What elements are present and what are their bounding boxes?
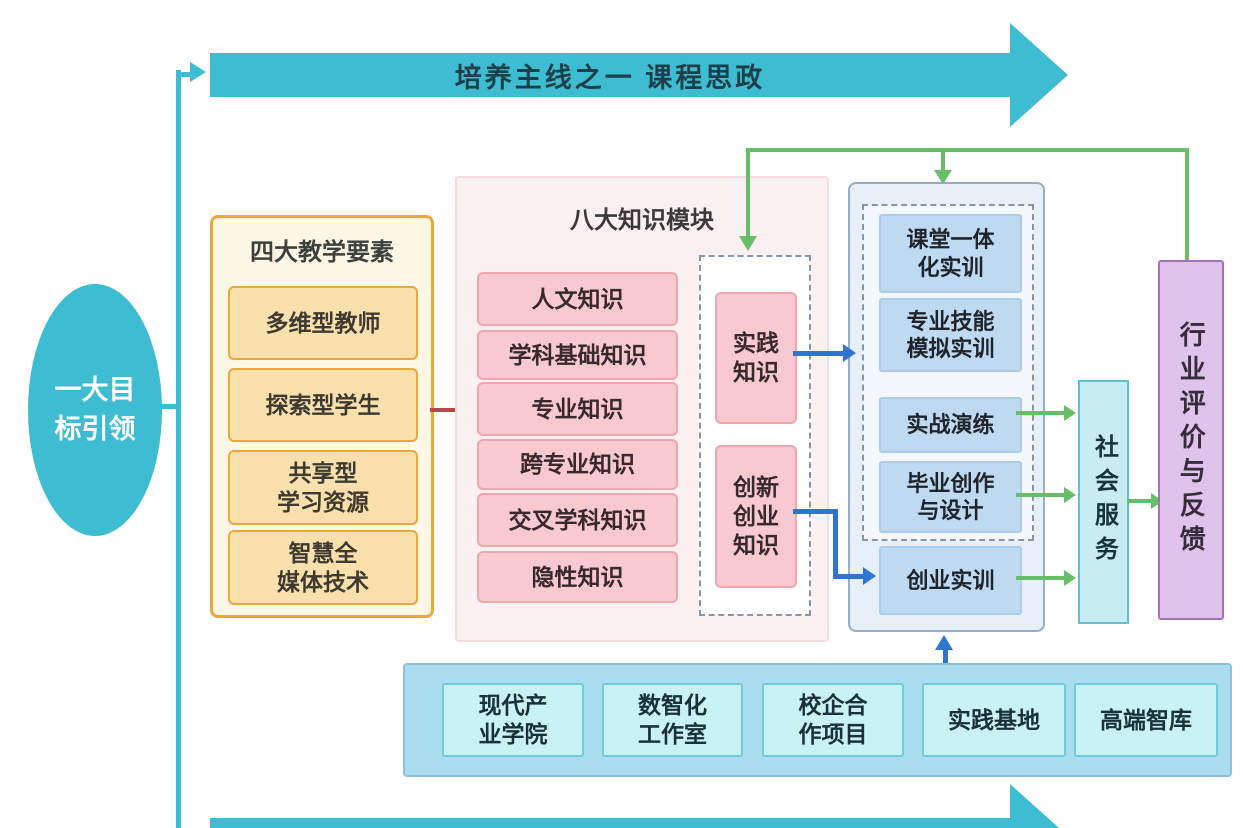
- drill-to-service-arrowhead-icon: [1064, 405, 1076, 421]
- drill-to-service-line: [1016, 411, 1066, 415]
- practice-knowledge-item: 实践 知识: [715, 292, 797, 424]
- goal-trunk-stub: [176, 72, 192, 77]
- platform-item-practice-base: 实践基地: [922, 683, 1066, 757]
- practice-to-training-arrowhead-icon: [843, 344, 856, 362]
- design-to-service-arrowhead-icon: [1064, 487, 1076, 503]
- innovation-to-training-line-h1: [793, 509, 838, 514]
- knowledge-item-interdisciplinary: 交叉学科知识: [477, 493, 678, 547]
- entrepreneurship-to-service-arrowhead-icon: [1064, 570, 1076, 586]
- goal-trunk-arrowhead-icon: [190, 62, 206, 82]
- training-panel: 课堂一体 化实训 专业技能 模拟实训 实战演练 毕业创作 与设计 创业实训: [848, 182, 1045, 632]
- feedback-to-knowledge-arrowhead-icon: [739, 236, 757, 251]
- mainline-top-arrow: 培养主线之一 课程思政: [210, 53, 1010, 97]
- platform-item-school-enterprise: 校企合 作项目: [762, 683, 904, 757]
- goal-connector-line: [156, 404, 178, 409]
- platforms-to-training-arrowhead-icon: [935, 635, 953, 650]
- innovation-to-training-line-v: [833, 509, 838, 579]
- training-item-graduation-design: 毕业创作 与设计: [879, 461, 1022, 533]
- mainline-top-label: 培养主线之一 课程思政: [454, 62, 766, 93]
- feedback-loop-right-line: [1185, 148, 1189, 260]
- social-service-label: 社会服务: [1090, 434, 1118, 570]
- mainline-bottom-arrowhead-icon: [1010, 784, 1068, 828]
- feedback-to-training-arrowhead-icon: [934, 170, 952, 184]
- training-item-practical-drill: 实战演练: [879, 397, 1022, 453]
- industry-feedback-box: 行业评价与反馈: [1158, 260, 1224, 620]
- feedback-loop-left-line: [746, 148, 750, 238]
- feedback-loop-mid-line: [941, 148, 945, 172]
- innovation-to-training-line-h2: [833, 574, 865, 579]
- knowledge-item-humanities: 人文知识: [477, 272, 678, 326]
- teaching-item-teachers: 多维型教师: [228, 286, 418, 360]
- innovation-to-training-arrowhead-icon: [863, 567, 876, 585]
- goal-ellipse: 一大目 标引领: [28, 284, 162, 536]
- mainline-top-arrowhead-icon: [1010, 23, 1068, 127]
- knowledge-item-tacit: 隐性知识: [477, 551, 678, 603]
- knowledge-modules-panel: 八大知识模块 人文知识 学科基础知识 专业知识 跨专业知识 交叉学科知识 隐性知…: [455, 176, 829, 642]
- knowledge-item-discipline-basics: 学科基础知识: [477, 330, 678, 380]
- platform-item-digital-studio: 数智化 工作室: [602, 683, 743, 757]
- teaching-to-knowledge-line: [430, 408, 460, 412]
- knowledge-item-cross-professional: 跨专业知识: [477, 439, 678, 490]
- social-service-box: 社会服务: [1078, 380, 1129, 624]
- feedback-loop-horizontal-line: [746, 148, 1189, 152]
- design-to-service-line: [1016, 493, 1066, 497]
- innovation-knowledge-item: 创新 创业 知识: [715, 445, 797, 588]
- practice-knowledge-group: 实践 知识 创新 创业 知识: [699, 255, 811, 616]
- teaching-item-resources: 共享型 学习资源: [228, 450, 418, 525]
- service-to-feedback-line: [1127, 499, 1153, 503]
- training-item-entrepreneurship: 创业实训: [879, 546, 1022, 615]
- teaching-elements-title: 四大教学要素: [250, 239, 394, 266]
- training-item-skill-simulation: 专业技能 模拟实训: [879, 298, 1022, 372]
- teaching-item-students: 探索型学生: [228, 368, 418, 442]
- platforms-to-training-line: [943, 650, 948, 665]
- mainline-bottom-arrow: [210, 818, 1010, 828]
- goal-trunk-line: [176, 70, 181, 828]
- platforms-bar: 现代产 业学院 数智化 工作室 校企合 作项目 实践基地 高端智库: [403, 663, 1232, 777]
- platform-item-think-tank: 高端智库: [1074, 683, 1218, 757]
- platform-item-industry-college: 现代产 业学院: [442, 683, 584, 757]
- knowledge-modules-title: 八大知识模块: [570, 207, 714, 234]
- knowledge-item-professional: 专业知识: [477, 382, 678, 436]
- training-item-classroom: 课堂一体 化实训: [879, 214, 1022, 293]
- goal-label: 一大目 标引领: [54, 374, 136, 444]
- practice-to-training-line: [793, 351, 845, 356]
- teaching-item-media-tech: 智慧全 媒体技术: [228, 530, 418, 605]
- industry-feedback-label: 行业评价与反馈: [1176, 321, 1207, 559]
- entrepreneurship-to-service-line: [1016, 576, 1066, 580]
- teaching-elements-panel: 四大教学要素 多维型教师 探索型学生 共享型 学习资源 智慧全 媒体技术: [210, 215, 434, 618]
